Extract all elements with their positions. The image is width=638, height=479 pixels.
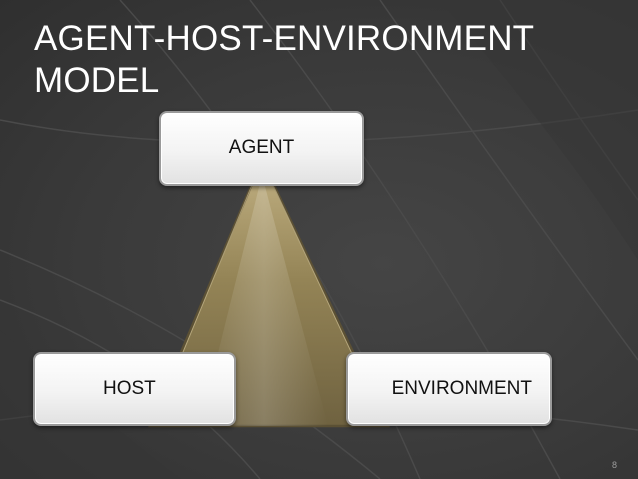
agent-node: AGENT [159,111,364,186]
slide-title: AGENT-HOST-ENVIRONMENT MODEL [34,18,614,102]
agent-node-label: AGENT [228,137,295,158]
slide-title-line-1: AGENT-HOST-ENVIRONMENT [34,19,535,58]
environment-node-label: ENVIRONMENT [391,378,532,399]
slide-title-line-2: MODEL [34,61,160,100]
environment-node: ENVIRONMENT [346,352,552,426]
host-node-label: HOST [103,378,156,399]
page-number: 8 [612,460,618,470]
host-node: HOST [33,352,236,426]
